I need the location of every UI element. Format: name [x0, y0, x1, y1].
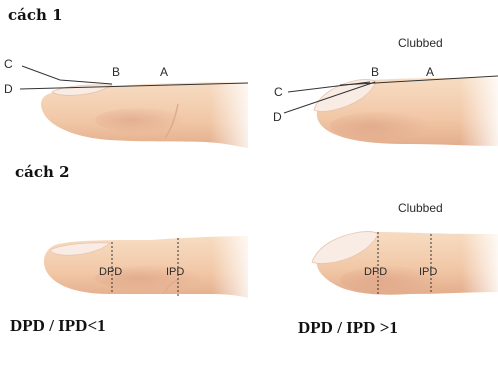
label-a-clubbed: A	[426, 65, 434, 79]
label-c-clubbed: C	[274, 85, 283, 99]
label-a-normal: A	[160, 65, 168, 79]
label-c-normal: C	[4, 57, 13, 71]
reference-line-normal-c	[22, 66, 112, 84]
label-dpd-clubbed: DPD	[364, 266, 387, 278]
clubbed-title-2: Clubbed	[398, 201, 443, 215]
label-b-normal: B	[112, 65, 120, 79]
label-ipd-normal: IPD	[166, 266, 184, 278]
ratio-caption-clubbed: DPD / IPD >1	[298, 318, 398, 338]
finger-normal-thickness-view	[44, 232, 250, 302]
finger-normal-side-view	[41, 78, 250, 152]
label-dpd-normal: DPD	[99, 266, 122, 278]
finger-clubbed-thickness-view	[312, 228, 498, 298]
label-ipd-clubbed: IPD	[419, 266, 437, 278]
label-d-clubbed: D	[273, 110, 282, 124]
ratio-caption-normal: DPD / IPD<1	[10, 316, 106, 336]
label-d-normal: D	[4, 82, 13, 96]
clubbed-title-1: Clubbed	[398, 36, 443, 50]
label-b-clubbed: B	[371, 65, 379, 79]
